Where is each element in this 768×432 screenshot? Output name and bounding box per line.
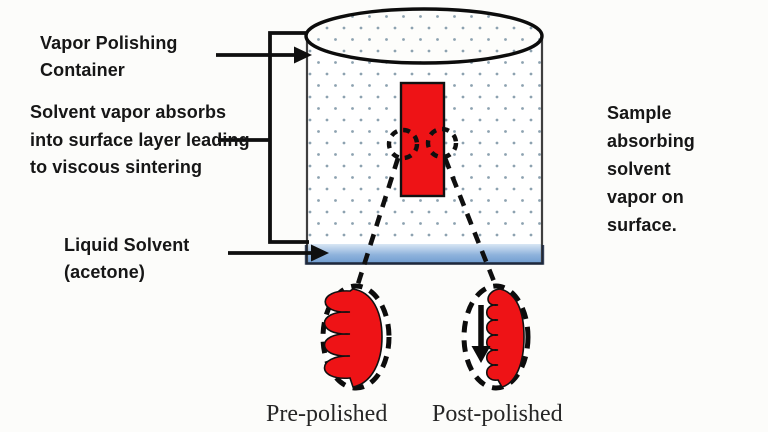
zoom-leader-left: [355, 157, 401, 285]
opening-rim: [304, 7, 544, 65]
liquid-label-arrow: [228, 244, 329, 262]
vapor-absorption-label: Solvent vapor absorbs into surface layer…: [30, 102, 250, 177]
vapor-callout-bracket: [268, 31, 309, 244]
polish-direction-arrowhead: [471, 346, 491, 363]
container-label-arrow: [216, 46, 312, 64]
container-label-arrowhead: [294, 46, 312, 64]
polish-direction-arrow: [471, 305, 491, 363]
pre-polished-detail: [320, 283, 392, 391]
liquid-solvent-band: [307, 244, 542, 264]
liquid-solvent-label: Liquid Solvent (acetone): [64, 235, 190, 282]
post-polished-label: Post-polished: [432, 401, 563, 427]
zoom-leader-right: [442, 157, 498, 285]
pre-polished-label: Pre-polished: [266, 401, 388, 427]
surface-highlight-circle-left: [386, 127, 420, 161]
container-label: Vapor Polishing Container: [40, 33, 178, 80]
post-polished-detail: [461, 283, 531, 391]
post-polished-surface-blob: [485, 288, 525, 388]
pre-polished-surface-blob: [323, 288, 383, 388]
surface-highlight-circle-right: [425, 126, 459, 160]
sample-rect: [399, 81, 446, 198]
container-top-opening: [304, 7, 544, 65]
sample-absorbing-label: Sample absorbing solvent vapor on surfac…: [607, 103, 695, 235]
liquid-label-arrowhead: [311, 244, 329, 262]
